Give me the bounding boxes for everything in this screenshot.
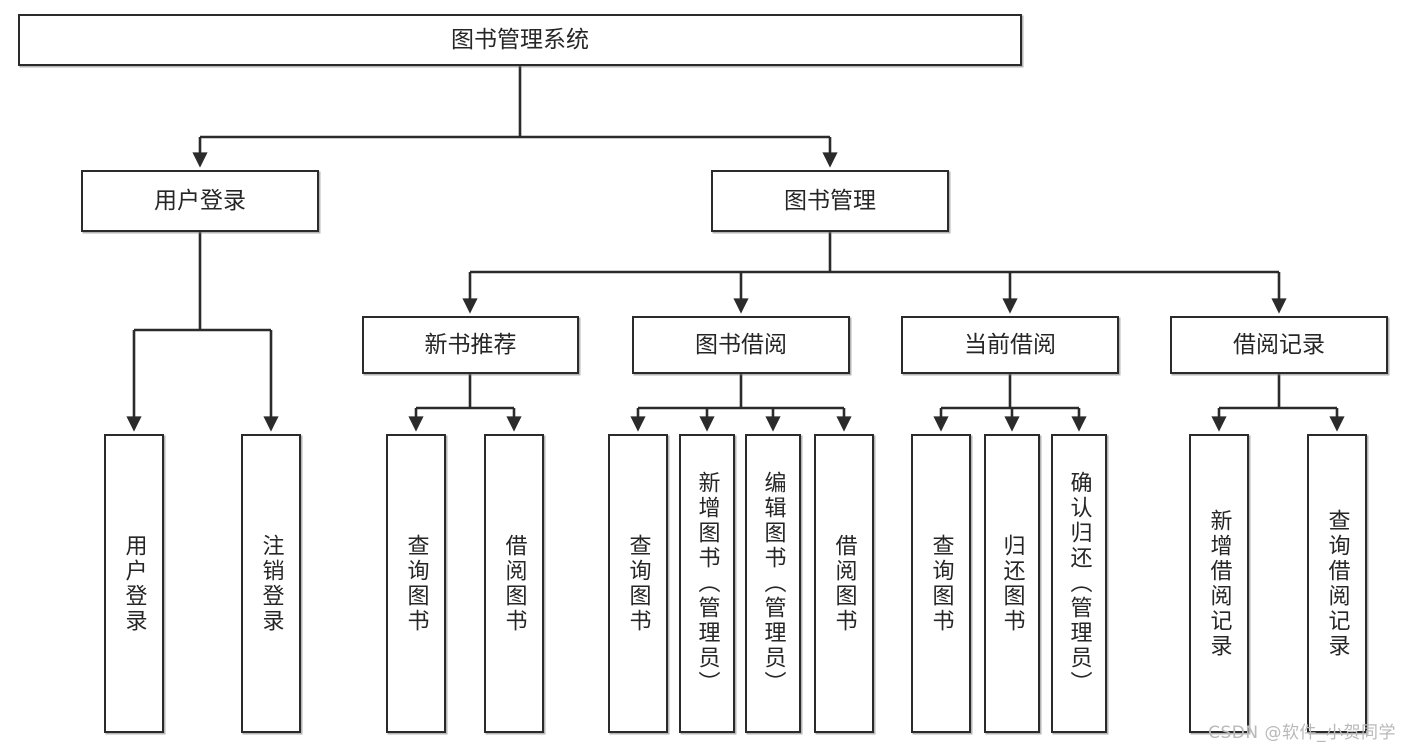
node-leaf-query-record-label: 查询借阅记录 xyxy=(1324,508,1350,659)
node-leaf-confirm-return-label: 确认归还（管理员） xyxy=(1066,471,1092,696)
node-current-borrow[interactable]: 当前借阅 xyxy=(901,316,1119,374)
node-leaf-edit-book[interactable]: 编辑图书（管理员） xyxy=(745,434,801,733)
node-leaf-return-book[interactable]: 归还图书 xyxy=(984,434,1040,733)
node-book-manage[interactable]: 图书管理 xyxy=(711,170,949,232)
node-new-book-recommend[interactable]: 新书推荐 xyxy=(362,316,579,374)
node-leaf-query-book-rec-label: 查询图书 xyxy=(403,533,429,634)
node-leaf-borrow-book-rec-label: 借阅图书 xyxy=(501,533,527,634)
node-leaf-logout[interactable]: 注销登录 xyxy=(241,434,301,733)
node-book-borrow-label: 图书借阅 xyxy=(695,331,787,358)
node-leaf-query-book-bor[interactable]: 查询图书 xyxy=(608,434,668,733)
node-leaf-query-book-cur-label: 查询图书 xyxy=(928,533,954,634)
node-leaf-return-book-label: 归还图书 xyxy=(999,533,1025,634)
node-leaf-borrow-book-rec[interactable]: 借阅图书 xyxy=(484,434,544,733)
node-leaf-add-record-label: 新增借阅记录 xyxy=(1206,508,1232,659)
node-leaf-edit-book-label: 编辑图书（管理员） xyxy=(760,471,786,696)
node-leaf-query-book-cur[interactable]: 查询图书 xyxy=(911,434,971,733)
node-book-manage-label: 图书管理 xyxy=(784,187,876,214)
csdn-watermark: CSDN @软件_小贺同学 xyxy=(1208,723,1396,743)
node-leaf-add-book-label: 新增图书（管理员） xyxy=(694,471,720,696)
node-leaf-user-login-label: 用户登录 xyxy=(121,533,147,634)
node-leaf-add-record[interactable]: 新增借阅记录 xyxy=(1189,434,1249,733)
node-leaf-query-record[interactable]: 查询借阅记录 xyxy=(1307,434,1367,733)
node-leaf-logout-label: 注销登录 xyxy=(258,533,284,634)
node-leaf-query-book-bor-label: 查询图书 xyxy=(625,533,651,634)
node-user-login[interactable]: 用户登录 xyxy=(81,170,319,232)
node-current-borrow-label: 当前借阅 xyxy=(964,331,1056,358)
node-leaf-add-book[interactable]: 新增图书（管理员） xyxy=(679,434,735,733)
node-borrow-record-label: 借阅记录 xyxy=(1233,331,1325,358)
node-leaf-query-book-rec[interactable]: 查询图书 xyxy=(386,434,446,733)
node-book-borrow[interactable]: 图书借阅 xyxy=(632,316,850,374)
node-user-login-label: 用户登录 xyxy=(154,187,246,214)
node-root-label: 图书管理系统 xyxy=(451,26,589,53)
node-borrow-record[interactable]: 借阅记录 xyxy=(1170,316,1388,374)
node-leaf-user-login[interactable]: 用户登录 xyxy=(104,434,164,733)
node-leaf-borrow-book-bor[interactable]: 借阅图书 xyxy=(814,434,874,733)
node-root[interactable]: 图书管理系统 xyxy=(18,14,1022,66)
node-leaf-borrow-book-bor-label: 借阅图书 xyxy=(831,533,857,634)
node-leaf-confirm-return[interactable]: 确认归还（管理员） xyxy=(1051,434,1107,733)
node-new-book-recommend-label: 新书推荐 xyxy=(424,331,517,358)
